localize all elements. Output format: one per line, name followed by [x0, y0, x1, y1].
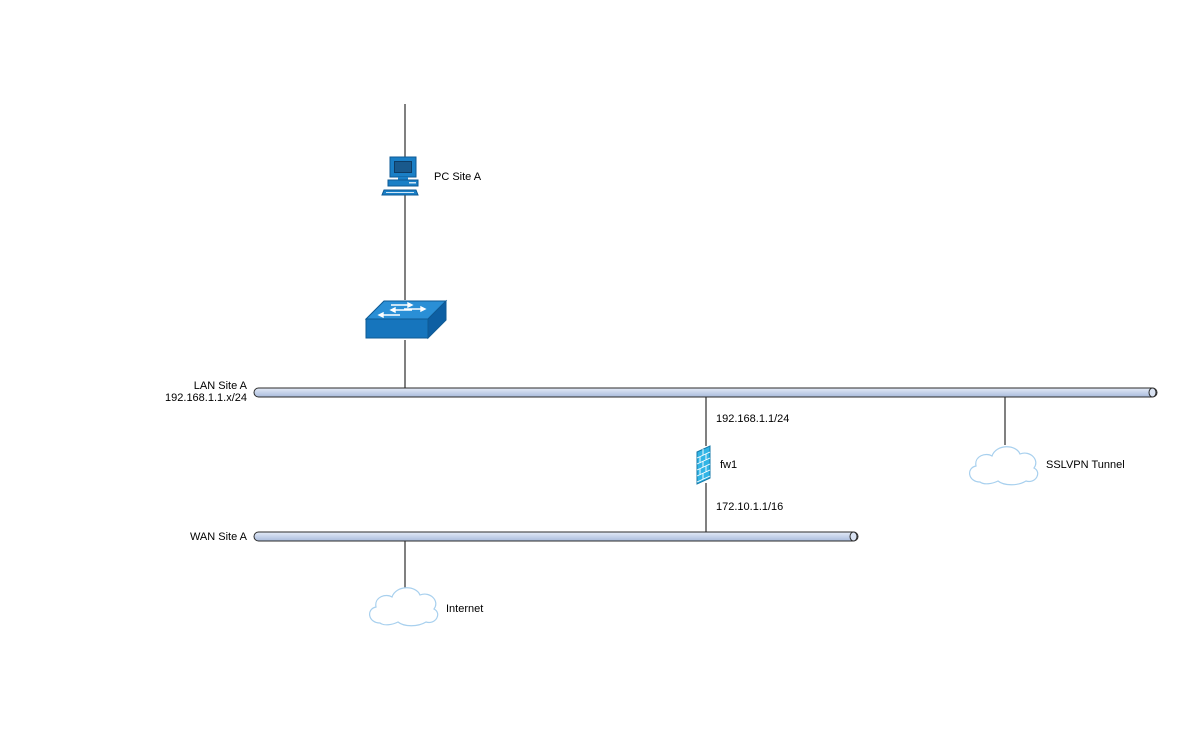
sslvpn-label: SSLVPN Tunnel: [1046, 459, 1125, 471]
cloud-icon: [969, 446, 1039, 486]
fw-wan-ip-label: 172.10.1.1/16: [716, 501, 784, 513]
firewall-icon: [696, 445, 711, 485]
network-switch-icon: [364, 299, 448, 340]
cloud-icon: [369, 587, 439, 627]
fw-lan-ip-label: 192.168.1.1/24: [716, 413, 790, 425]
pc-label: PC Site A: [434, 171, 482, 183]
wan-segment-name: WAN Site A: [189, 531, 247, 543]
lan-segment-name: LAN Site A: [193, 380, 247, 392]
lan-subnet-label: 192.168.1.1.x/24: [165, 392, 247, 404]
wan-bus: [253, 531, 859, 542]
internet-label: Internet: [446, 603, 484, 615]
lan-bus: [253, 387, 1158, 398]
desktop-computer-icon: [381, 156, 419, 196]
firewall-label: fw1: [720, 459, 738, 471]
